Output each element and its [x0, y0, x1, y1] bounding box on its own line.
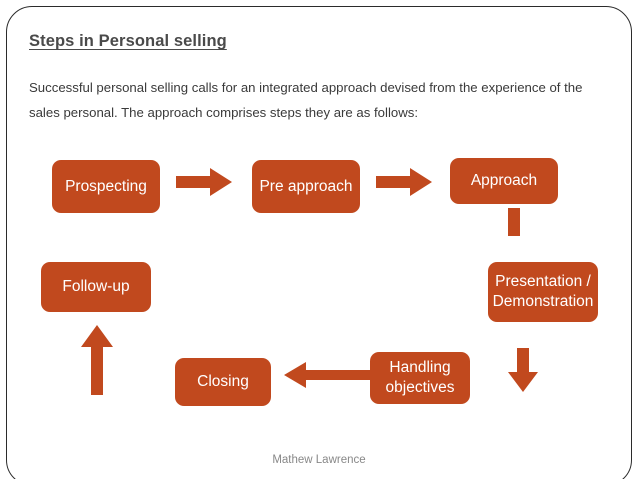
page-title: Steps in Personal selling	[29, 32, 227, 50]
flow-box-handling-objectives-label: Handling objectives	[385, 359, 455, 396]
arrow-up-closing-to-follow-up	[81, 325, 113, 395]
intro-paragraph: Successful personal selling calls for an…	[29, 80, 583, 120]
flow-box-follow-up-label: Follow-up	[62, 278, 130, 295]
flow-box-presentation-label: Presentation / Demonstration	[492, 273, 594, 310]
flow-box-closing-label: Closing	[197, 373, 249, 390]
flow-box-prospecting-label: Prospecting	[65, 177, 147, 195]
presentation-overflow-mask-bottom	[472, 322, 614, 348]
flow-box-follow-up[interactable]: Follow-up	[41, 262, 151, 312]
presentation-overflow-mask-top	[472, 236, 614, 262]
flow-box-approach-label: Approach	[470, 172, 538, 189]
flow-box-pre-approach[interactable]: Pre approach	[252, 160, 360, 213]
flow-box-presentation[interactable]: Presentation / Demonstration	[472, 236, 614, 348]
slide-card-border	[6, 6, 632, 479]
arrow-right-prospecting-to-pre-approach	[176, 168, 232, 196]
arrow-down-presentation-to-handling	[508, 330, 538, 392]
flow-box-closing[interactable]: Closing	[175, 358, 271, 406]
arrow-left-handling-to-closing	[284, 362, 372, 388]
flow-box-handling-objectives[interactable]: Handling objectives	[370, 352, 470, 404]
footer-author: Mathew Lawrence	[272, 454, 366, 466]
flow-box-approach[interactable]: Approach	[450, 158, 558, 204]
flow-box-prospecting[interactable]: Prospecting	[52, 160, 160, 213]
flow-box-pre-approach-label: Pre approach	[259, 177, 353, 195]
arrow-right-pre-approach-to-approach	[376, 168, 432, 196]
